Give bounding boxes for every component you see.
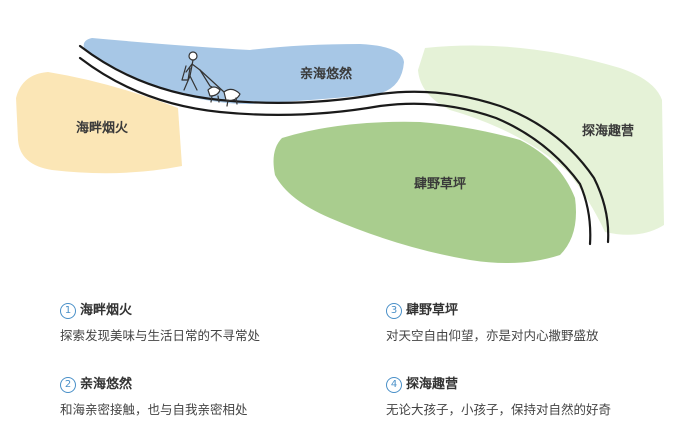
road-inner-line	[78, 56, 592, 246]
legend-title-text: 肆野草坪	[406, 303, 459, 318]
zone-siye-shape[interactable]	[273, 121, 576, 264]
person-walking-dog-icon	[181, 51, 241, 107]
zone-label-qinhai: 亲海悠然	[300, 66, 352, 82]
legend-item-1: 1 海畔烟火 探索发现美味与生活日常的不寻常处	[60, 302, 360, 345]
legend-number: 4	[386, 377, 402, 393]
legend-number: 3	[386, 303, 402, 319]
legend-description: 探索发现美味与生活日常的不寻常处	[60, 328, 261, 343]
legend-title-text: 海畔烟火	[80, 303, 133, 318]
area-map: 海畔烟火 亲海悠然 肆野草坪 探海趣营	[16, 38, 664, 264]
legend-number: 2	[60, 377, 76, 393]
legend-item-title: 3 肆野草坪	[386, 302, 686, 320]
legend-item-title: 2 亲海悠然	[60, 376, 360, 394]
zone-qinhai-shape[interactable]	[83, 38, 405, 104]
legend-item-title: 1 海畔烟火	[60, 302, 360, 320]
legend-description: 和海亲密接触，也与自我亲密相处	[60, 402, 248, 417]
zone-label-haipan: 海畔烟火	[76, 120, 129, 136]
legend-description: 无论大孩子，小孩子，保持对自然的好奇	[386, 402, 612, 417]
legend-item-title: 4 探海趣营	[386, 376, 686, 394]
legend-title-text: 探海趣营	[406, 377, 459, 392]
legend-item-4: 4 探海趣营 无论大孩子，小孩子，保持对自然的好奇	[386, 376, 686, 419]
legend-number: 1	[60, 303, 76, 319]
legend-item-3: 3 肆野草坪 对天空自由仰望，亦是对内心撒野盛放	[386, 302, 686, 345]
zone-label-tanhai: 探海趣营	[582, 123, 634, 139]
legend-description: 对天空自由仰望，亦是对内心撒野盛放	[386, 328, 599, 343]
zone-label-siye: 肆野草坪	[414, 176, 466, 192]
zone-haipan-shape[interactable]	[16, 72, 182, 174]
zone-tanhai-shape[interactable]	[418, 45, 664, 235]
road-outer-line	[78, 44, 610, 244]
legend-item-2: 2 亲海悠然 和海亲密接触，也与自我亲密相处	[60, 376, 360, 419]
legend-title-text: 亲海悠然	[80, 377, 133, 392]
